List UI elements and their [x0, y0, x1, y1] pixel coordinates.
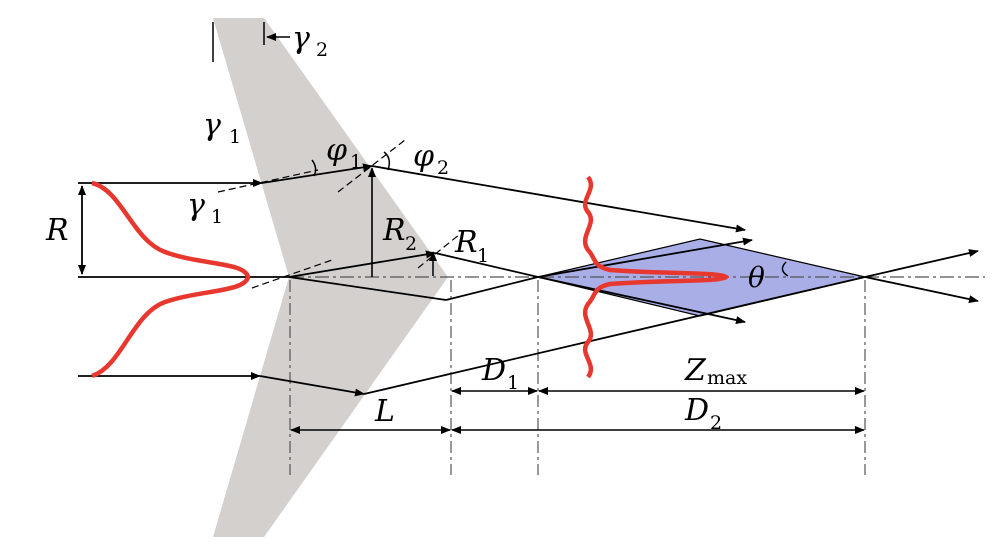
label-d2: D: [684, 393, 709, 428]
label-r1: R: [454, 225, 478, 260]
label-r1-sub: 1: [477, 245, 489, 267]
label-gamma1-top: γ: [203, 108, 221, 143]
label-d2-sub: 2: [710, 412, 722, 434]
outgoing-rays: [363, 165, 979, 395]
internal-rays: [259, 163, 447, 397]
label-zmax: Z: [684, 353, 707, 388]
axicon-prism: [213, 18, 448, 537]
gaussian-profile: [91, 180, 251, 379]
bessel-profile: [582, 175, 730, 379]
labels: γ 1 γ 2 γ 1 φ 1 φ 2 R R 2 R 1 θ D 1 Z ma…: [45, 21, 765, 434]
gamma2-marker: [212, 22, 290, 62]
incoming-rays: [78, 179, 289, 380]
label-d1: D: [481, 353, 506, 388]
label-gamma1-top-sub: 1: [229, 126, 241, 148]
label-r2-sub: 2: [405, 233, 417, 255]
label-r: R: [45, 213, 69, 248]
label-l: L: [374, 394, 395, 429]
angle-arcs: [311, 151, 789, 277]
label-phi2: φ: [413, 139, 434, 174]
label-theta: θ: [748, 261, 765, 294]
label-d1-sub: 1: [507, 372, 519, 394]
label-phi1-sub: 1: [350, 151, 362, 173]
label-r2: R: [382, 213, 406, 248]
guide-lines: [289, 280, 866, 475]
label-gamma1-mid-sub: 1: [211, 206, 223, 228]
dimension-lines: [290, 387, 865, 434]
label-zmax-sub: max: [707, 367, 747, 389]
label-phi2-sub: 2: [437, 157, 449, 179]
label-gamma2: γ: [292, 21, 310, 56]
label-gamma1-mid: γ: [187, 188, 205, 223]
label-gamma2-sub: 2: [316, 39, 328, 61]
label-phi1: φ: [326, 133, 347, 168]
